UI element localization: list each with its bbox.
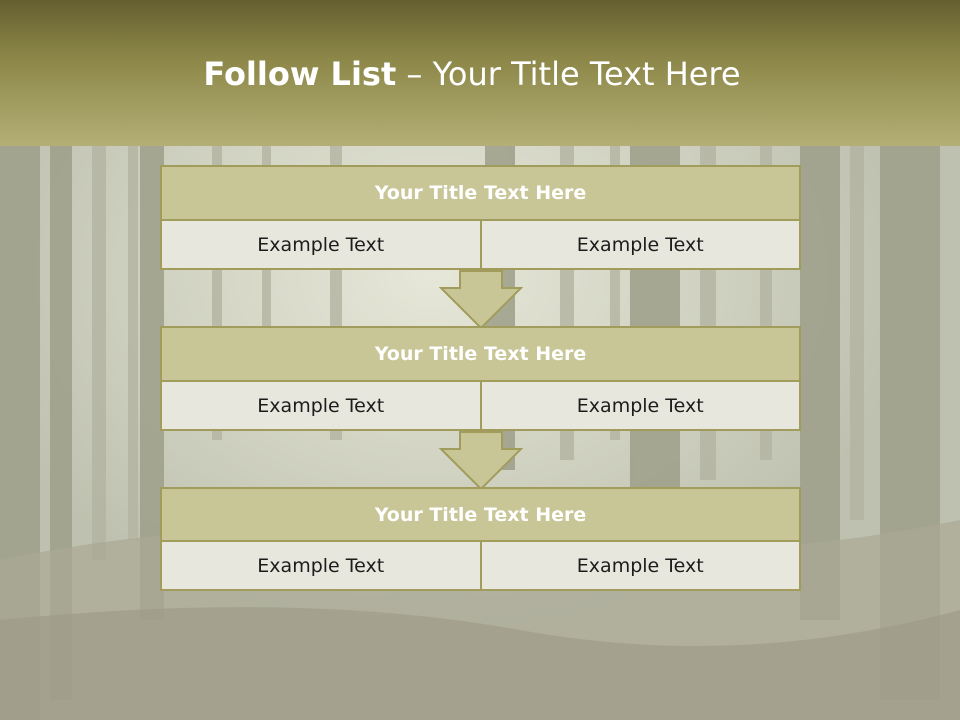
step-block-2: Your Title Text Here Example Text Exampl… [160,326,801,431]
slide-title: Follow List – Your Title Text Here [0,55,944,93]
down-arrow-icon [438,431,524,491]
step-block-3: Your Title Text Here Example Text Exampl… [160,487,801,591]
down-arrow-icon [438,270,524,330]
step-2-right-text: Example Text [481,382,801,431]
step-title-3: Your Title Text Here [160,487,801,542]
step-1-right-text: Example Text [481,221,801,270]
title-banner [0,0,960,146]
step-1-left-text: Example Text [160,221,482,270]
title-rest-part: – Your Title Text Here [396,55,741,93]
step-3-right-text: Example Text [481,542,801,591]
step-2-left-text: Example Text [160,382,482,431]
step-row-1: Example Text Example Text [160,221,801,270]
title-bold-part: Follow List [203,55,397,93]
step-3-left-text: Example Text [160,542,482,591]
step-row-2: Example Text Example Text [160,382,801,431]
step-title-2: Your Title Text Here [160,326,801,382]
step-row-3: Example Text Example Text [160,542,801,591]
step-title-1: Your Title Text Here [160,165,801,221]
step-block-1: Your Title Text Here Example Text Exampl… [160,165,801,270]
